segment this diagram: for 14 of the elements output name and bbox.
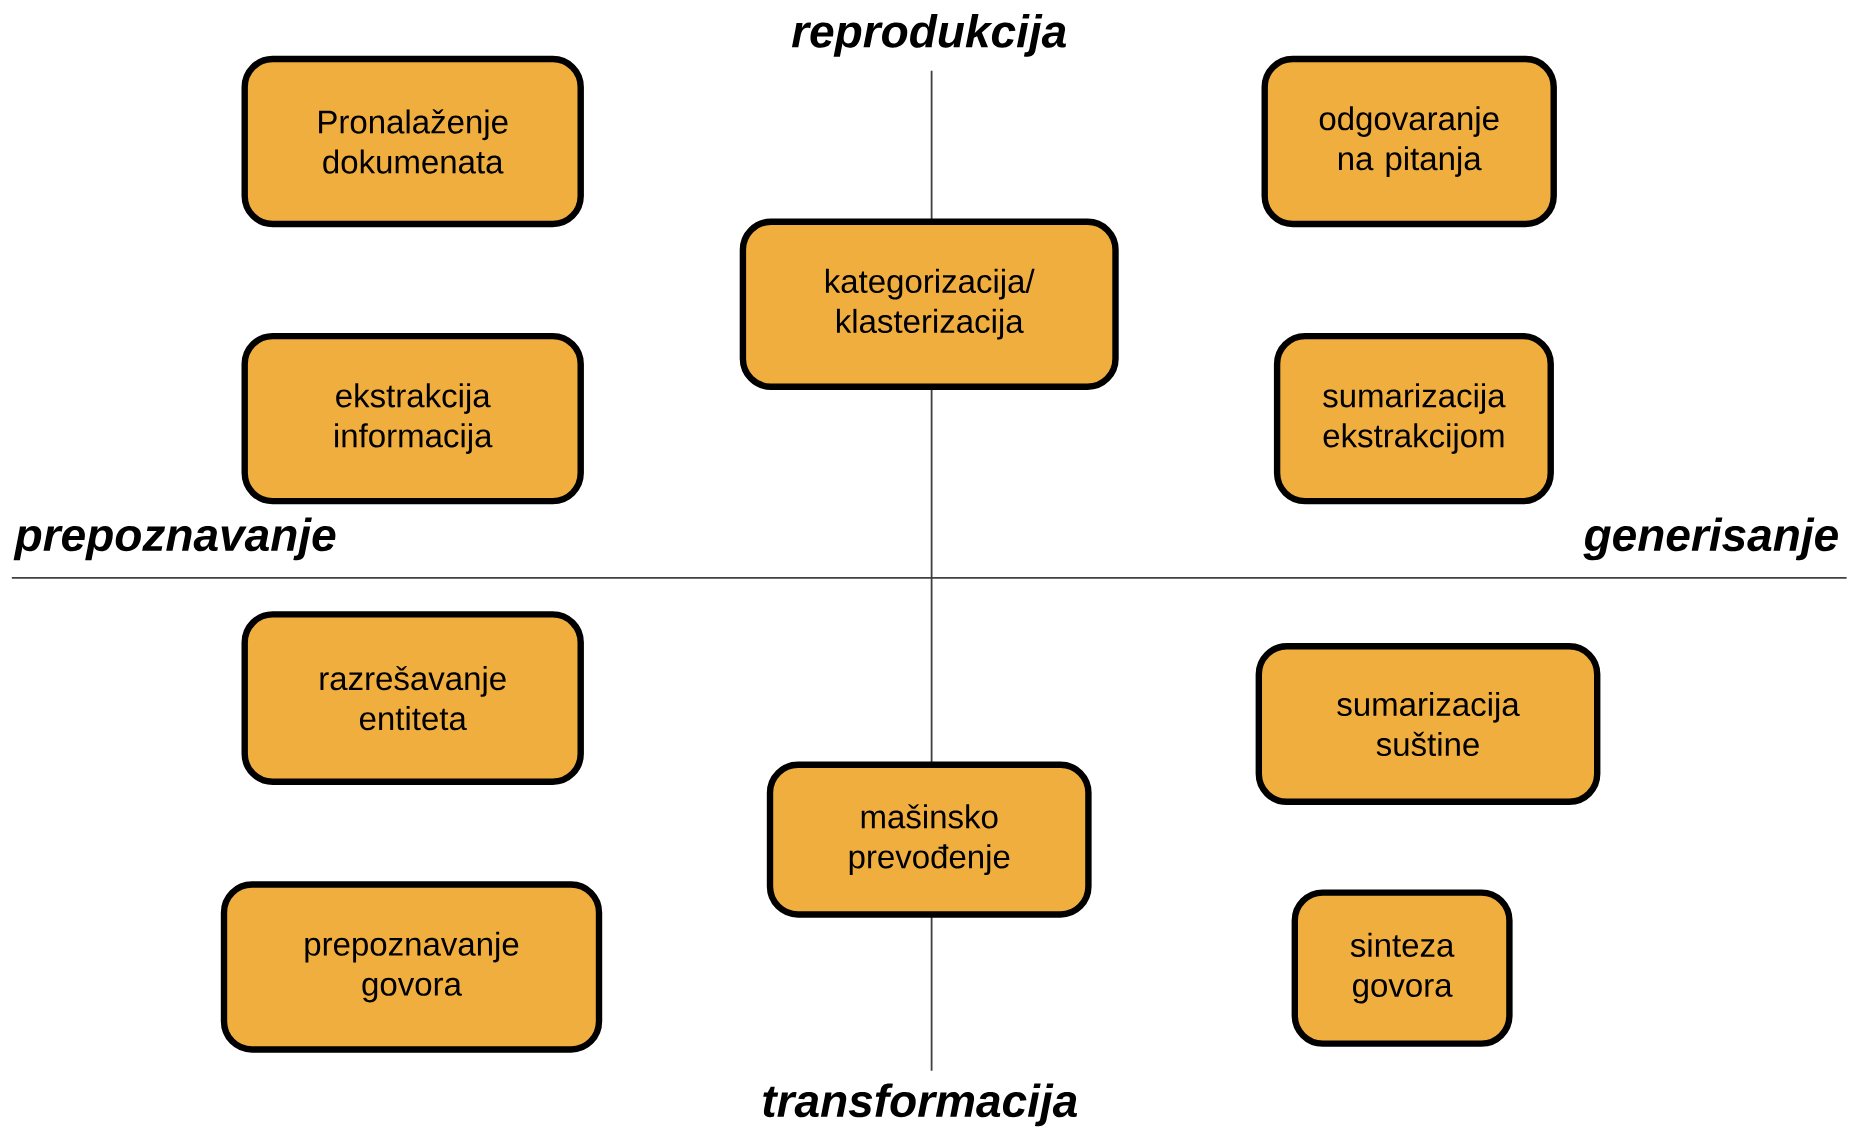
task-box: mašinsko prevođenje <box>766 761 1092 918</box>
task-box: sinteza govora <box>1291 889 1513 1047</box>
axis-label: reprodukcija <box>791 13 1066 57</box>
task-box: sumarizacija ekstrakcijom <box>1273 332 1554 505</box>
axis-label: transformacija <box>763 1083 1077 1127</box>
axis-label: generisanje <box>1583 517 1838 561</box>
task-box: ekstrakcija informacija <box>241 332 584 505</box>
axis-label: prepoznavanje <box>13 517 336 561</box>
task-box: sumarizacija suštine <box>1255 643 1601 806</box>
task-box: odgovaranje na pitanja <box>1261 55 1557 228</box>
task-box: razrešavanje entiteta <box>241 611 584 785</box>
task-box: Pronalaženje dokumenata <box>241 55 584 228</box>
task-box: kategorizacija/ klasterizacija <box>739 218 1119 390</box>
task-box: prepoznavanje govora <box>220 881 603 1053</box>
